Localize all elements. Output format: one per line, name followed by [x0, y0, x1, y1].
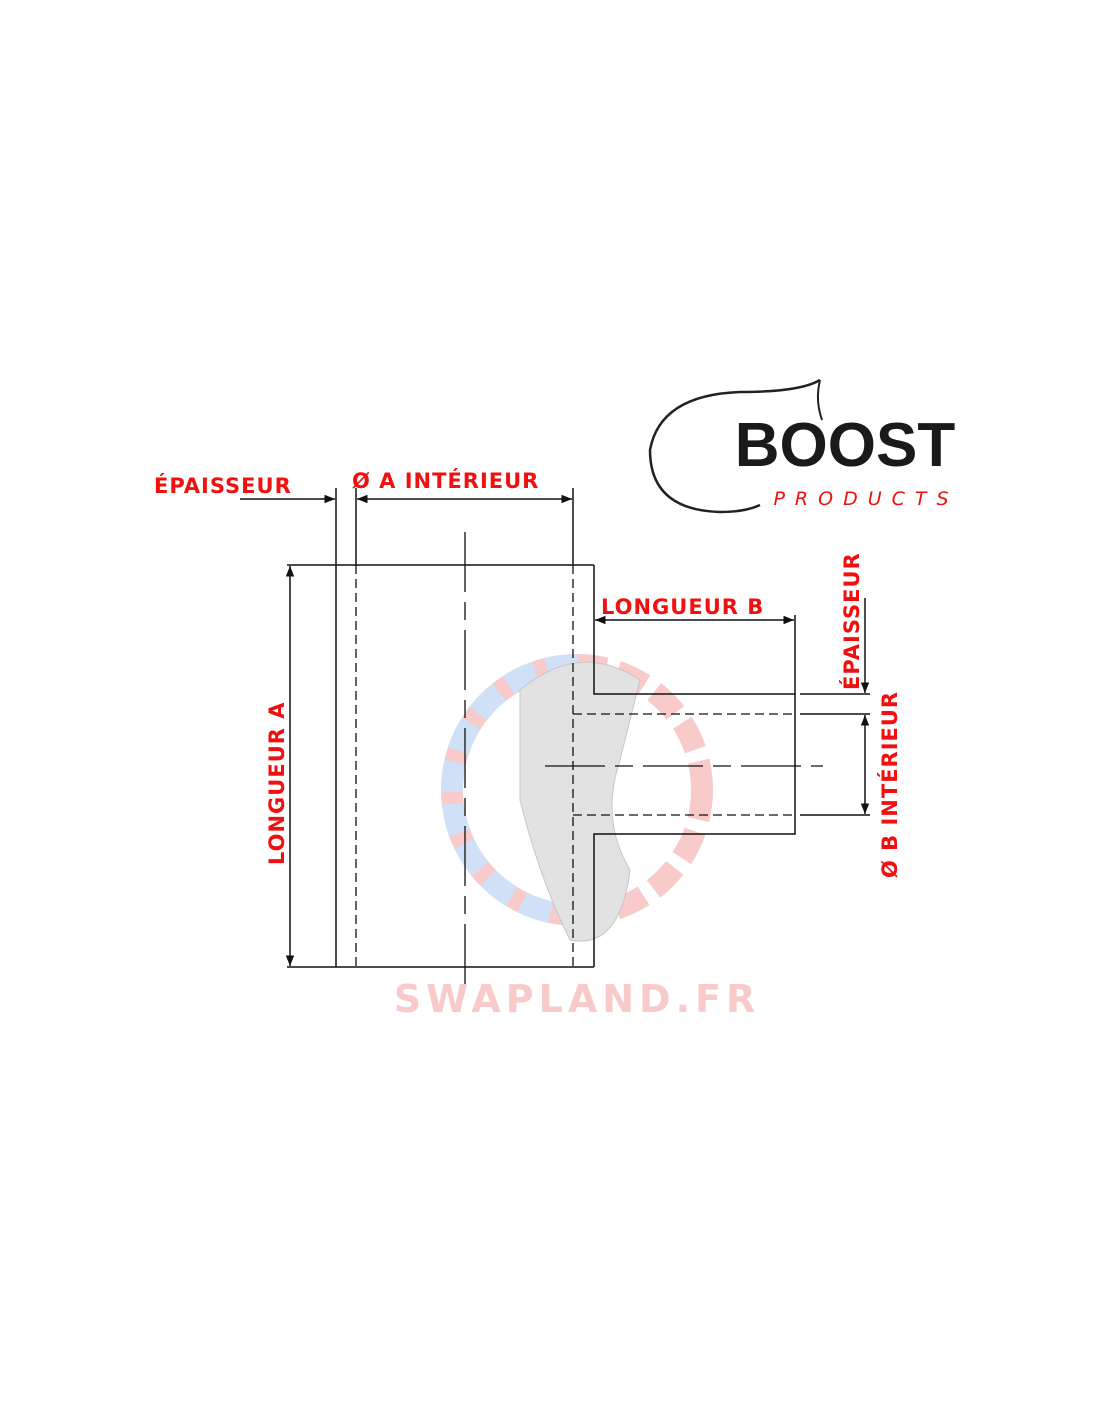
- label-longueur-b: LONGUEUR B: [601, 595, 764, 619]
- dimension-lines: [240, 494, 870, 966]
- watermark: SWAPLAND.FR: [394, 654, 760, 1021]
- watermark-text: SWAPLAND.FR: [394, 977, 760, 1021]
- label-epaisseur-b: ÉPAISSEUR: [839, 552, 864, 690]
- logo-sub: PRODUCTS: [773, 488, 958, 510]
- logo-brand: BOOST: [735, 411, 956, 480]
- label-epaisseur-a: ÉPAISSEUR: [154, 473, 292, 498]
- label-longueur-a: LONGUEUR A: [265, 702, 289, 865]
- branch-tube: [545, 615, 870, 816]
- label-diam-a: Ø A INTÉRIEUR: [352, 468, 539, 493]
- boost-logo: BOOST PRODUCTS: [648, 378, 958, 514]
- label-diam-b: Ø B INTÉRIEUR: [877, 691, 902, 878]
